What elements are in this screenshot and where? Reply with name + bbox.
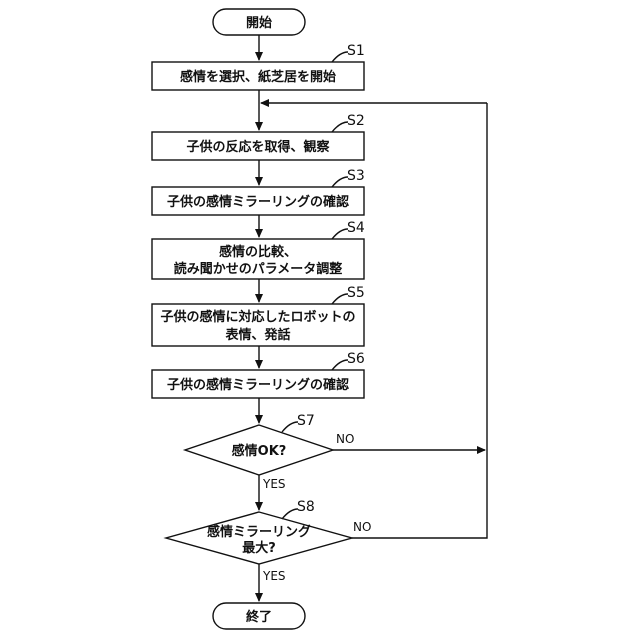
step-s5-text-1: 子供の感情に対応したロボットの — [160, 309, 355, 325]
decision-s8-label: S8 — [297, 499, 315, 515]
step-s4-text-1: 感情の比較、 — [219, 244, 297, 260]
decision-s7-label: S7 — [297, 413, 315, 429]
step-s3-label: S3 — [347, 168, 365, 184]
step-s6-leader — [332, 360, 348, 370]
decision-s8-leader — [282, 509, 298, 519]
step-s1-text: 感情を選択、紙芝居を開始 — [180, 69, 336, 85]
step-s6-label: S6 — [347, 351, 365, 367]
step-s2-text: 子供の反応を取得、観察 — [186, 139, 330, 155]
step-s3-text: 子供の感情ミラーリングの確認 — [167, 194, 349, 210]
step-s4-label: S4 — [347, 220, 365, 236]
step-s3-leader — [332, 177, 348, 187]
decision-s7-leader — [282, 422, 298, 432]
decision-s8-text-2: 最大? — [242, 540, 276, 556]
decision-s8-yes-label: YES — [262, 569, 286, 583]
step-s2-label: S2 — [347, 113, 365, 129]
step-s1-label: S1 — [347, 43, 365, 59]
step-s6-text: 子供の感情ミラーリングの確認 — [167, 377, 349, 393]
step-s4-text-2: 読み聞かせのパラメータ調整 — [174, 261, 344, 277]
decision-s8-text-1: 感情ミラーリング — [207, 524, 311, 540]
step-s5-leader — [332, 294, 348, 304]
step-s5-text-2: 表情、発話 — [224, 327, 290, 343]
start-label: 開始 — [246, 15, 272, 31]
decision-s7-text: 感情OK? — [232, 443, 287, 459]
step-s5-label: S5 — [347, 285, 365, 301]
step-s2-leader — [332, 122, 348, 132]
decision-s7-yes-label: YES — [262, 477, 286, 491]
decision-s8-no-label: NO — [353, 520, 371, 534]
step-s1-leader — [332, 52, 348, 62]
step-s4-leader — [332, 229, 348, 239]
end-label: 終了 — [246, 609, 272, 625]
decision-s7-no-label: NO — [336, 432, 354, 446]
loop-line — [352, 103, 487, 538]
